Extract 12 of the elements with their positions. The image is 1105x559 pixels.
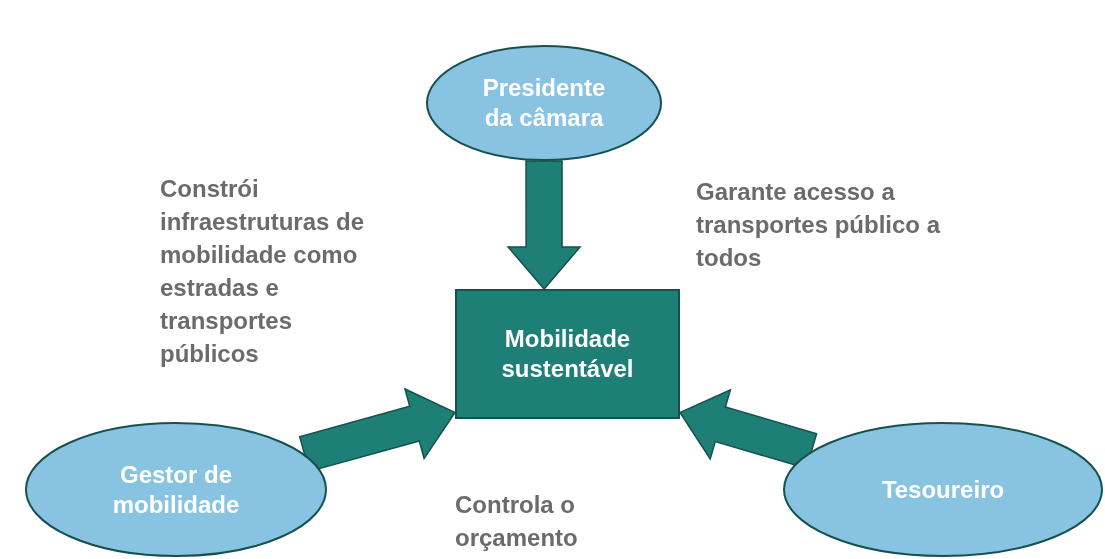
node-label: Presidente da câmara [481, 73, 607, 133]
annotation-text: Constrói infraestruturas de mobilidade como estradas e transportes públicos [160, 174, 366, 369]
role-ellipse [25, 422, 327, 557]
node-label: Tesoureiro [881, 474, 1005, 505]
node-label: Gestor de mobilidade [111, 459, 241, 520]
role-ellipse [783, 422, 1103, 557]
annotation-text: Controla o orçamento [455, 490, 579, 553]
block-arrow [506, 160, 582, 291]
annotation-text: Garante acesso a transportes público a todos [696, 177, 942, 273]
process-box [455, 289, 680, 419]
role-ellipse [426, 45, 662, 161]
node-label: Mobilidade sustentável [500, 324, 635, 384]
